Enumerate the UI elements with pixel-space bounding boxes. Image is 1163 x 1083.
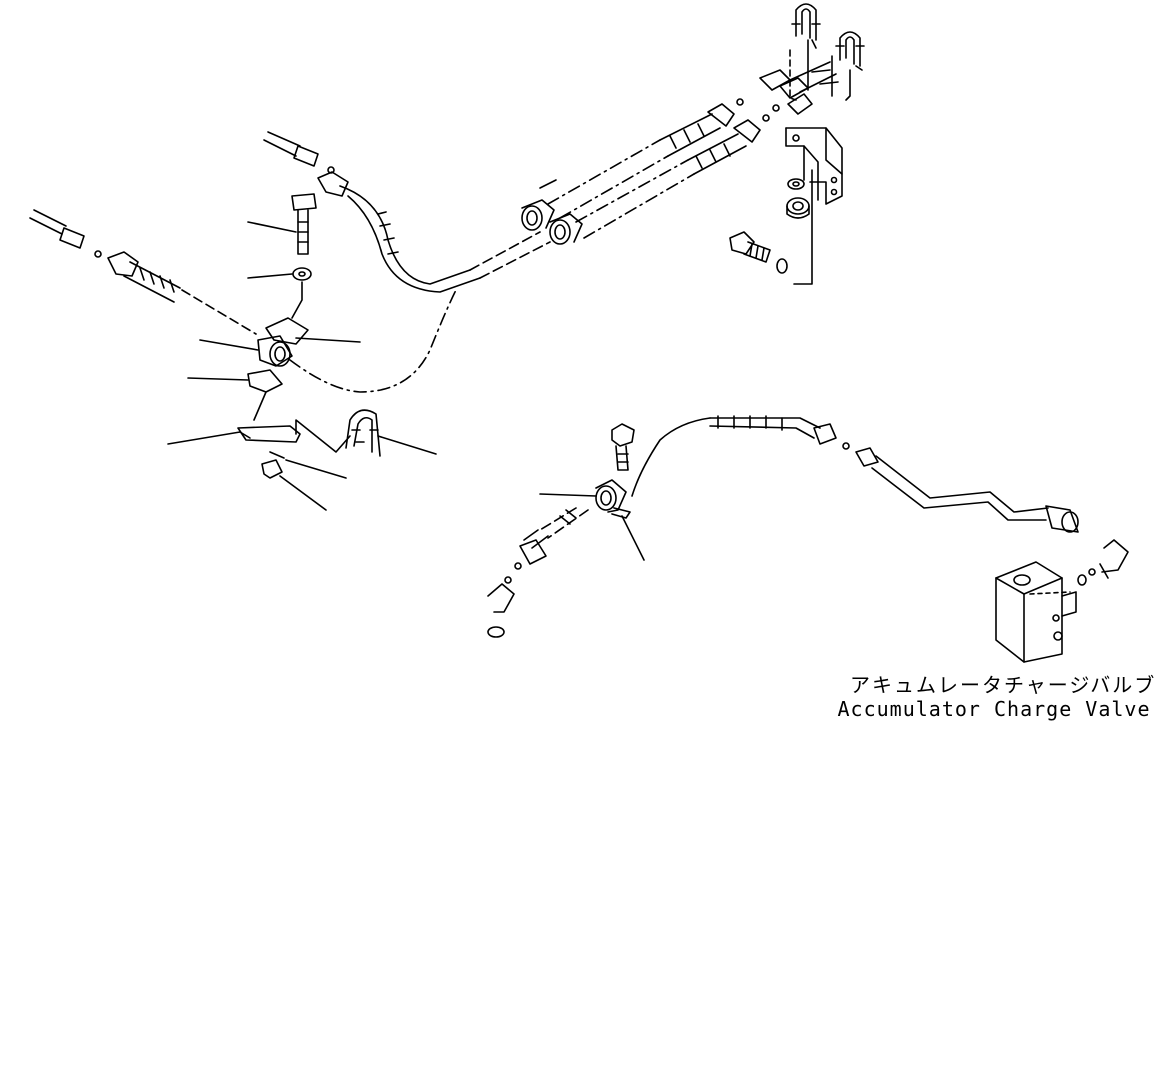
hose-upper-left-short	[263, 131, 481, 293]
hose-left-long	[29, 209, 457, 393]
nut-left	[261, 459, 327, 511]
washer-right	[787, 178, 805, 190]
grommet-left	[199, 335, 293, 367]
accumulator-charge-valve	[995, 561, 1087, 663]
clamp-lower-center	[539, 479, 645, 561]
bolt-lower-center	[611, 423, 635, 471]
clamp-top-left	[265, 317, 361, 345]
nut-right	[786, 197, 810, 219]
washer-left	[247, 267, 312, 319]
valve-label-english: Accumulator Charge Valve	[837, 697, 1151, 721]
clamp-lower-left	[187, 369, 283, 421]
screw-left	[269, 451, 347, 479]
u-clip-left	[345, 409, 437, 457]
hose-upper-center	[469, 98, 770, 279]
hose-lower-right	[631, 415, 1079, 533]
bracket-right	[785, 127, 843, 285]
bolt-right	[729, 231, 788, 274]
fittings-upper-right	[759, 61, 839, 115]
u-bolt-upper-right	[789, 3, 865, 101]
valve-label-japanese: アキュムレータチャージバルブ	[850, 673, 1157, 697]
bolt-left	[247, 193, 317, 255]
elbow-fitting-right	[1088, 539, 1129, 579]
plate-left	[167, 419, 351, 453]
hose-lower-center	[487, 507, 589, 638]
